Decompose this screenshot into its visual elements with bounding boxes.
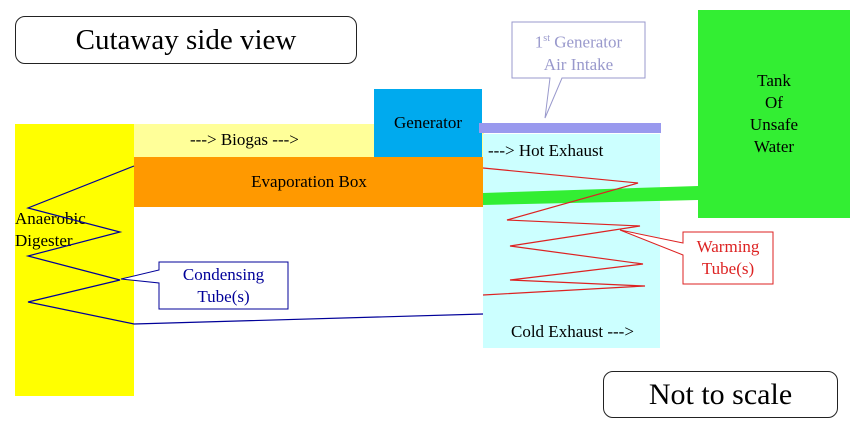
generator-label: Generator	[394, 113, 462, 132]
air-intake-ordinal: 1	[534, 32, 544, 52]
warming-label-line1: Warming	[696, 237, 760, 256]
air-intake-line2: Air Intake	[543, 54, 614, 74]
title-box: Cutaway side view	[15, 16, 357, 64]
generator: Generator	[374, 89, 482, 157]
anaerobic-digester	[15, 124, 134, 396]
air-intake-bar	[479, 123, 661, 133]
air-intake-callout	[511, 21, 646, 119]
tank-label-line3: Unsafe	[749, 115, 799, 134]
biogas-flow-label: ---> Biogas --->	[190, 130, 299, 149]
digester-label-line1: Anaerobic	[15, 209, 86, 228]
exhaust-chamber	[483, 134, 660, 348]
condensing-tube	[25, 165, 484, 325]
tank-label-line4: Water	[753, 137, 795, 156]
scale-note-text: Not to scale	[648, 377, 793, 411]
warming-tube	[482, 167, 646, 296]
cold-exhaust-label: Cold Exhaust --->	[511, 322, 634, 341]
warming-label-line2: Tube(s)	[701, 259, 755, 278]
air-intake-label: 1st Generator Air Intake	[512, 28, 645, 76]
warming-label: Warming Tube(s)	[683, 236, 773, 280]
hot-exhaust-label: ---> Hot Exhaust	[488, 141, 604, 160]
air-intake-ordinal-suffix: st	[543, 33, 550, 44]
evaporation-box-label: Evaporation Box	[251, 172, 367, 191]
scale-note-box: Not to scale	[603, 371, 838, 418]
warming-callout	[619, 229, 774, 285]
digester-label: Anaerobic Digester	[15, 208, 86, 252]
condensing-label-line2: Tube(s)	[197, 287, 250, 306]
tank-label-line1: Tank	[757, 71, 791, 90]
condensing-label: Condensing Tube(s)	[159, 264, 288, 308]
condensing-callout	[120, 261, 289, 310]
water-pipe	[483, 186, 698, 205]
evaporation-box: Evaporation Box	[134, 157, 484, 207]
tank-label-line2: Of	[765, 93, 783, 112]
unsafe-water-tank: Tank Of Unsafe Water	[698, 10, 850, 218]
digester-label-line2: Digester	[15, 231, 73, 250]
air-intake-line1-rest: Generator	[549, 32, 623, 52]
title-text: Cutaway side view	[75, 23, 297, 56]
condensing-label-line1: Condensing	[182, 265, 265, 284]
